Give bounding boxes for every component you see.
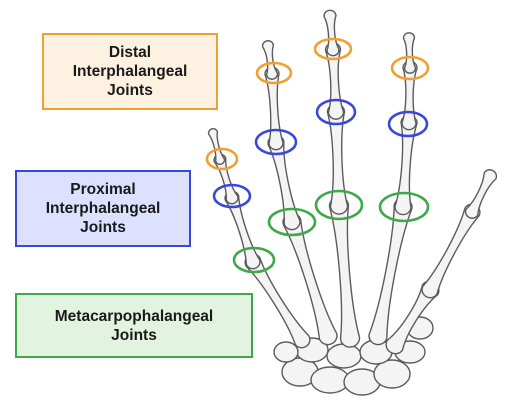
ring-distal-phalanx-bone bbox=[262, 40, 278, 80]
thumb-distal-phalanx-bone-shape bbox=[463, 168, 498, 221]
proximal-interphalangeal-label-box: Proximal Interphalangeal Joints bbox=[15, 170, 191, 247]
pinky-distal-phalanx-bone-shape bbox=[208, 128, 226, 166]
index-proximal-phalanx-bone bbox=[394, 115, 417, 215]
ring-distal-phalanx-bone-shape bbox=[262, 40, 278, 80]
index-distal-phalanx-bone-shape bbox=[403, 33, 415, 74]
mcp-label-line-1: Metacarpophalangeal bbox=[55, 307, 214, 326]
index-distal-phalanx-bone bbox=[403, 33, 415, 74]
carpal-bone-6 bbox=[327, 344, 361, 368]
pinky-distal-phalanx-bone bbox=[208, 128, 226, 166]
distal-interphalangeal-label-box: Distal Interphalangeal Joints bbox=[42, 33, 218, 110]
thumb-distal-phalanx-bone bbox=[463, 168, 498, 221]
proximal-label-line-2: Interphalangeal bbox=[46, 199, 161, 218]
index-proximal-phalanx-bone-shape bbox=[394, 115, 417, 215]
distal-label-line-3: Joints bbox=[107, 81, 153, 100]
metacarpophalangeal-label-box: Metacarpophalangeal Joints bbox=[15, 293, 253, 358]
middle-proximal-phalanx-bone bbox=[327, 104, 348, 215]
carpal-bone-9 bbox=[274, 342, 298, 362]
distal-label-line-2: Interphalangeal bbox=[73, 62, 188, 81]
mcp-label-line-2: Joints bbox=[111, 326, 157, 345]
distal-label-line-1: Distal bbox=[109, 43, 151, 62]
carpal-bone-2 bbox=[311, 367, 349, 393]
proximal-label-line-1: Proximal bbox=[70, 180, 135, 199]
proximal-label-line-3: Joints bbox=[80, 218, 126, 237]
middle-proximal-phalanx-bone-shape bbox=[327, 104, 348, 215]
